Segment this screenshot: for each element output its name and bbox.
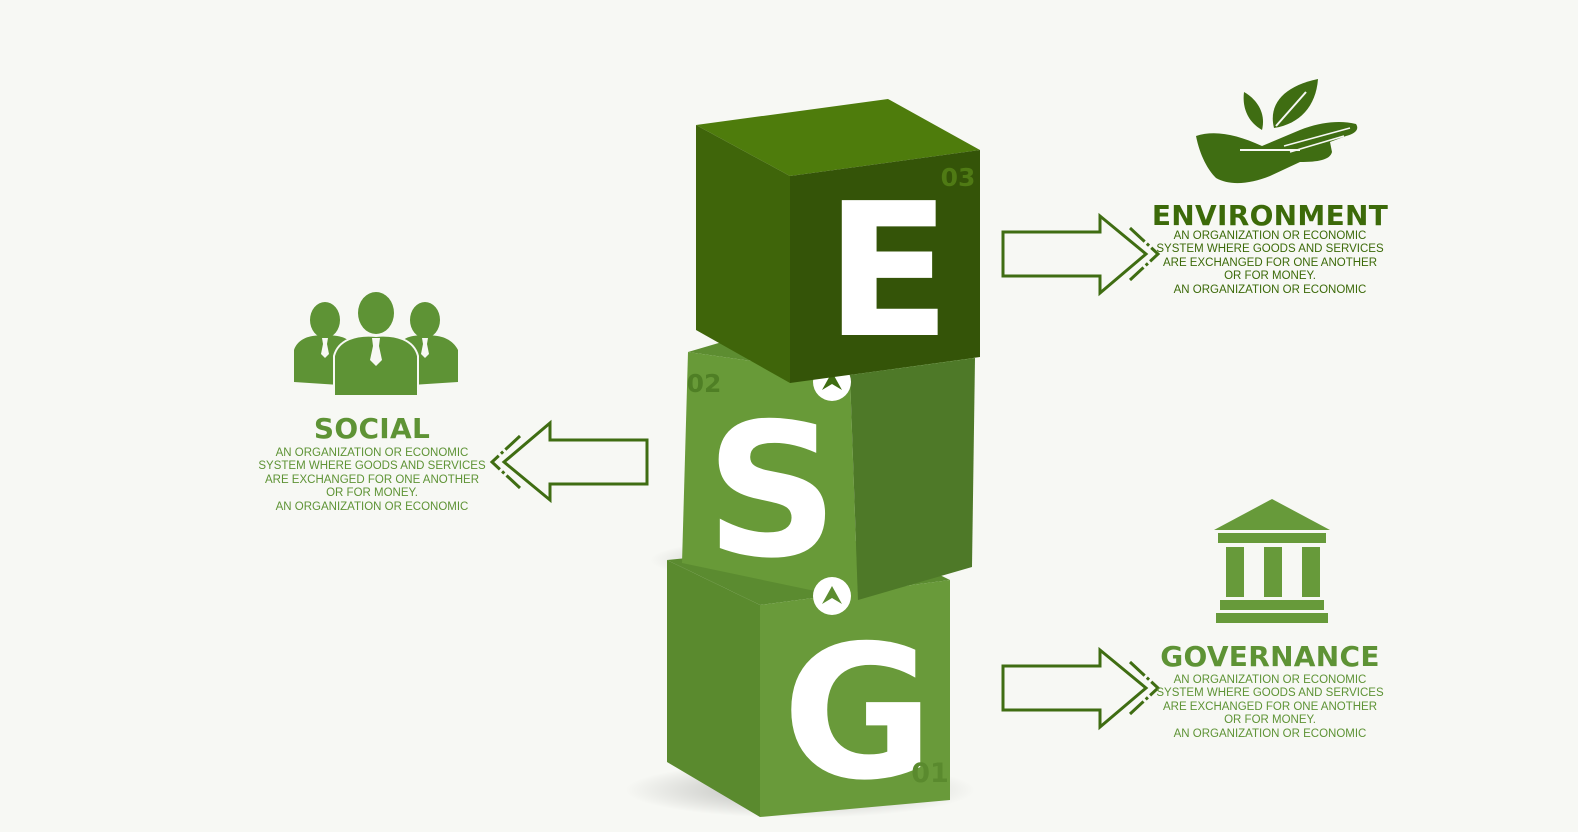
- social-desc-line: SYSTEM WHERE GOODS AND SERVICES: [258, 460, 486, 473]
- governance-title: GOVERNANCE: [1160, 640, 1380, 673]
- environment-title: ENVIRONMENT: [1151, 199, 1389, 232]
- cube-e: E 03: [696, 99, 980, 383]
- environment-description: AN ORGANIZATION OR ECONOMIC SYSTEM WHERE…: [1140, 230, 1400, 297]
- cube-letter-e: E: [825, 163, 951, 379]
- governance-desc-line: SYSTEM WHERE GOODS AND SERVICES: [1156, 687, 1384, 700]
- cube-g: G 01: [667, 540, 950, 821]
- arrow-to-environment: [1001, 212, 1161, 297]
- governance-description: AN ORGANIZATION OR ECONOMIC SYSTEM WHERE…: [1140, 674, 1400, 741]
- arrow-to-governance: [1001, 646, 1161, 731]
- government-building-icon: [1214, 499, 1330, 623]
- cube-number-02: 02: [687, 369, 722, 398]
- environment-desc-line: ARE EXCHANGED FOR ONE ANOTHER: [1162, 256, 1378, 269]
- social-description: AN ORGANIZATION OR ECONOMIC SYSTEM WHERE…: [242, 447, 502, 514]
- leaf-in-hand-icon: [1196, 79, 1358, 184]
- social-desc-line: OR FOR MONEY.: [326, 487, 418, 500]
- cube-number-03: 03: [941, 163, 976, 192]
- environment-desc-line: SYSTEM WHERE GOODS AND SERVICES: [1156, 243, 1384, 256]
- cube-letter-g: G: [782, 605, 934, 821]
- governance-desc-line: AN ORGANIZATION OR ECONOMIC: [1173, 727, 1367, 740]
- governance-desc-line: AN ORGANIZATION OR ECONOMIC: [1173, 674, 1367, 686]
- arrow-to-social: [489, 419, 649, 504]
- social-desc-line: AN ORGANIZATION OR ECONOMIC: [275, 500, 469, 513]
- governance-desc-line: OR FOR MONEY.: [1224, 714, 1316, 727]
- social-title: SOCIAL: [313, 412, 431, 445]
- social-desc-line: ARE EXCHANGED FOR ONE ANOTHER: [264, 473, 480, 486]
- people-group-icon: [294, 292, 458, 397]
- environment-desc-line: OR FOR MONEY.: [1224, 270, 1316, 283]
- governance-desc-line: ARE EXCHANGED FOR ONE ANOTHER: [1162, 700, 1378, 713]
- social-desc-line: AN ORGANIZATION OR ECONOMIC: [275, 447, 469, 459]
- up-marker-lower: [813, 577, 851, 615]
- environment-desc-line: AN ORGANIZATION OR ECONOMIC: [1173, 283, 1367, 296]
- environment-desc-line: AN ORGANIZATION OR ECONOMIC: [1173, 230, 1367, 242]
- cube-number-01: 01: [911, 758, 949, 789]
- cube-letter-s: S: [705, 383, 838, 599]
